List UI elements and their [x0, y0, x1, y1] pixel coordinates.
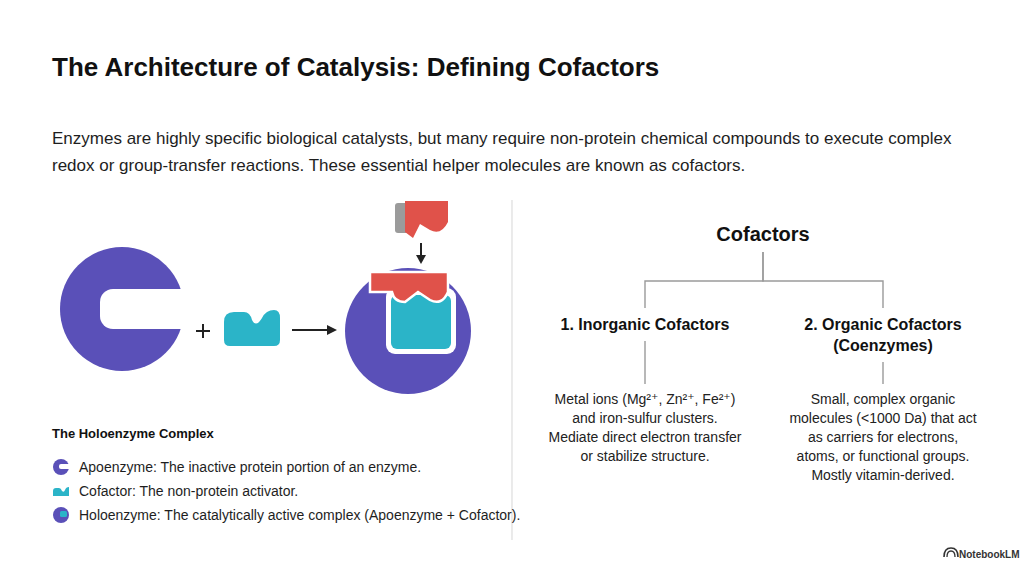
- watermark-icon: [947, 551, 955, 557]
- legend-item: Apoenzyme: The inactive protein portion …: [52, 458, 421, 476]
- heading-text: 2. Organic Cofactors (Coenzymes): [783, 314, 983, 356]
- legend-item: Cofactor: The non-protein activator.: [52, 482, 298, 500]
- legend-icon: [52, 482, 70, 500]
- watermark-icon: [944, 548, 958, 557]
- category-description: Small, complex organic molecules (<1000 …: [788, 390, 978, 485]
- category-heading: 1. Inorganic Cofactors: [539, 314, 751, 335]
- legend-icon: [52, 458, 70, 476]
- legend-item: Holoenzyme: The catalytically active com…: [52, 506, 520, 524]
- reaction-arrowhead: [327, 325, 337, 335]
- heading-text: Cofactors: [653, 222, 873, 246]
- tree-connector: [882, 362, 883, 384]
- bound-cofactor: [391, 295, 451, 349]
- tree-connector: [763, 252, 883, 308]
- legend-text: Apoenzyme: The inactive protein portion …: [79, 458, 421, 476]
- tree-connector: [644, 341, 645, 384]
- binding-arrowhead: [416, 255, 426, 264]
- reaction-arrow: [292, 329, 328, 331]
- description-text: Small, complex organic molecules (<1000 …: [788, 390, 978, 485]
- binding-arrow: [420, 243, 422, 256]
- cofactor-shape: [224, 310, 280, 346]
- intro-paragraph: Enzymes are highly specific biological c…: [52, 125, 987, 179]
- holoenzyme-shape: [345, 268, 471, 394]
- bound-substrate: [370, 272, 448, 302]
- legend-heading: The Holoenzyme Complex: [52, 426, 214, 441]
- tree-connector: [645, 252, 763, 308]
- slide-title: The Architecture of Catalysis: Defining …: [52, 52, 659, 83]
- plus-sign: [202, 324, 204, 338]
- substrate-shape: [405, 201, 448, 238]
- description-text: Metal ions (Mg²⁺, Zn²⁺, Fe²⁺) and iron-s…: [547, 390, 743, 466]
- tree-root: Cofactors: [653, 222, 873, 246]
- divider-line: [511, 200, 512, 540]
- watermark: NotebookLM: [959, 549, 1020, 560]
- apoenzyme-notch: [100, 289, 200, 329]
- heading-text: 1. Inorganic Cofactors: [539, 314, 751, 335]
- legend-text: Holoenzyme: The catalytically active com…: [79, 506, 520, 524]
- category-description: Metal ions (Mg²⁺, Zn²⁺, Fe²⁺) and iron-s…: [547, 390, 743, 466]
- legend-icon: [52, 506, 70, 524]
- category-heading: 2. Organic Cofactors (Coenzymes): [783, 314, 983, 356]
- legend-text: Cofactor: The non-protein activator.: [79, 482, 298, 500]
